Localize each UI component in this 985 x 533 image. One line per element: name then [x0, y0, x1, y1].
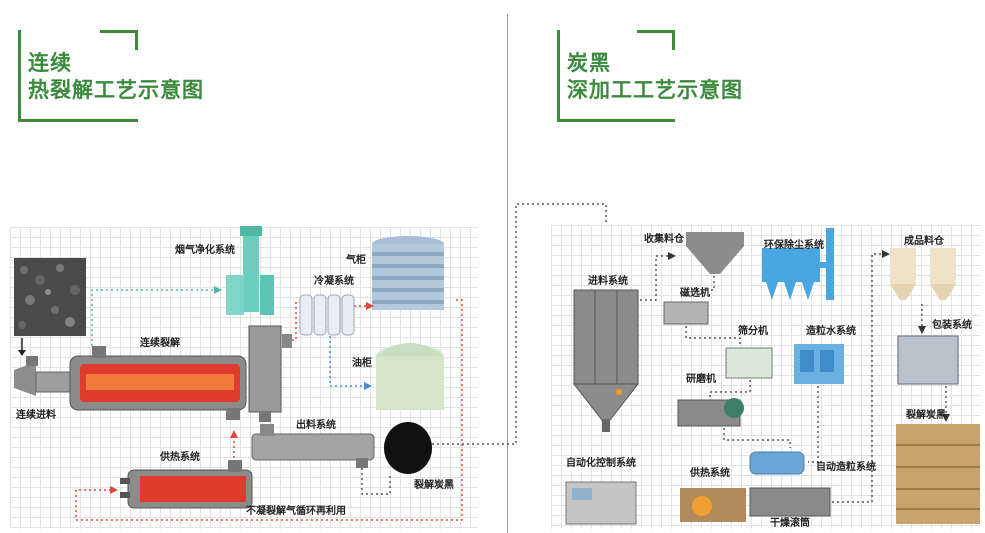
dryer-drum — [749, 487, 831, 517]
left-title-line1: 连续 — [28, 51, 72, 75]
product-bins — [890, 248, 956, 300]
flow-left-to-right — [432, 203, 607, 445]
flow-condenser-to-oil — [329, 336, 366, 387]
flow-separator-to-condenser — [292, 300, 297, 341]
label-continuous-feed: 连续进料 — [16, 410, 56, 421]
flue-gas-tower — [226, 226, 274, 315]
label-flue-gas: 烟气净化系统 — [175, 245, 235, 256]
label-pyrolysis-carbon: 裂解炭黑 — [414, 480, 454, 491]
label-water-system: 造粒水系统 — [806, 326, 856, 337]
flow-magnetic-to-screen — [685, 326, 741, 344]
continuous-feeder — [14, 356, 79, 396]
left-title-line2: 热裂解工艺示意图 — [28, 78, 204, 102]
carbon-bags — [896, 424, 980, 524]
label-right-heating: 供热系统 — [690, 468, 730, 479]
right-title: 炭黑 深加工工艺示意图 — [567, 50, 747, 104]
flow-gas-recycle — [75, 299, 463, 521]
label-product-bin: 成品料仓 — [904, 236, 944, 247]
label-right-pyrolysis-carbon: 裂解炭黑 — [906, 410, 946, 421]
label-gas-recycle: 不凝裂解气循环再利用 — [246, 506, 346, 517]
flow-grinder-to-granulator — [723, 428, 791, 448]
water-system — [794, 344, 844, 384]
discharge-conveyor — [251, 424, 375, 468]
pyrolysis-reactor — [69, 346, 247, 420]
label-condensing: 冷凝系统 — [314, 276, 354, 287]
right-title-frame — [557, 30, 675, 122]
label-auto-granulation: 自动造粒系统 — [816, 462, 876, 473]
center-divider — [507, 14, 508, 533]
flow-collect-to-magnetic — [685, 276, 715, 298]
flow-feed-to-collect — [640, 255, 672, 301]
label-auto-control: 自动化控制系统 — [566, 458, 636, 469]
label-heating: 供热系统 — [160, 452, 200, 463]
label-packing: 包装系统 — [932, 320, 972, 331]
condenser-columns — [299, 294, 355, 336]
carbon-black-pile — [384, 422, 432, 474]
flow-water-to-granulator — [808, 386, 819, 463]
label-screening: 筛分机 — [738, 326, 768, 337]
label-dryer: 干燥滚筒 — [770, 518, 810, 529]
label-collect-bin: 收集料仓 — [644, 234, 684, 245]
label-discharge: 出料系统 — [296, 420, 336, 431]
flow-discharge-to-carbon — [361, 468, 391, 495]
left-title: 连续 热裂解工艺示意图 — [28, 50, 208, 104]
screening-machine — [725, 347, 773, 379]
label-oil-tank: 油柜 — [352, 358, 372, 369]
magnetic-separator — [663, 301, 709, 325]
collection-bin — [686, 232, 744, 274]
grinder — [677, 398, 744, 427]
heating-furnace — [120, 460, 253, 509]
flow-dryer-to-product — [832, 253, 886, 503]
right-title-line2: 深加工工艺示意图 — [567, 78, 743, 102]
oil-tank — [376, 343, 444, 410]
label-gas-holder: 气柜 — [346, 255, 366, 266]
label-feeding: 进料系统 — [588, 276, 628, 287]
raw-material-texture — [18, 264, 80, 329]
label-dust-removal: 环保除尘系统 — [764, 240, 824, 251]
dust-removal — [762, 228, 834, 300]
right-title-line1: 炭黑 — [567, 51, 611, 75]
flow-reactor-to-fluegas — [91, 289, 216, 346]
right-heating-furnace — [680, 488, 746, 522]
control-cabinet — [565, 481, 637, 525]
label-magnetic: 磁选机 — [680, 288, 710, 299]
left-title-frame — [18, 30, 138, 122]
feed-silo — [572, 289, 640, 432]
auto-granulator — [749, 451, 805, 475]
flow-screen-to-grinder — [709, 380, 751, 398]
packing-machine — [897, 335, 959, 385]
label-grinder: 研磨机 — [686, 374, 716, 385]
label-continuous-pyrolysis: 连续裂解 — [140, 338, 180, 349]
gas-separator — [248, 325, 292, 422]
gas-holder-tank — [372, 236, 444, 310]
